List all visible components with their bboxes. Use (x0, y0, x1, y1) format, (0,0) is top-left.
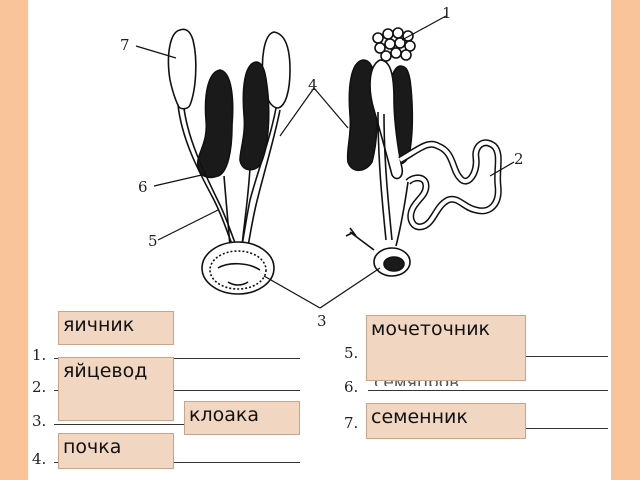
answer-row-number: 3. (32, 412, 47, 430)
center-duct-line (223, 175, 231, 247)
answer-row-number: 5. (344, 344, 359, 362)
answer-line (54, 390, 300, 391)
callout-number: 6 (138, 178, 148, 196)
right-duct-line-2 (247, 109, 281, 247)
label-tile-oviduct[interactable]: яйцевод (58, 357, 174, 421)
male-system-drawing (345, 27, 502, 277)
answer-row-number: 2. (32, 378, 47, 396)
left-kidney-shape (196, 69, 234, 179)
callout-number: 1 (442, 4, 452, 22)
urogenital-system-illustration (135, 15, 515, 309)
answer-row-number: 1. (32, 346, 47, 364)
left-cloaca-bulb (201, 241, 275, 295)
callout-number: 2 (514, 150, 524, 168)
callout-number: 7 (120, 36, 130, 54)
answer-line (54, 358, 300, 359)
left-elongated-organ (167, 28, 197, 110)
callout-number: 3 (317, 312, 327, 330)
female-system-drawing (167, 28, 291, 295)
answer-line (54, 462, 300, 463)
callout-number: 5 (148, 232, 158, 250)
label-tile-cloaca[interactable]: клоака (184, 401, 300, 435)
label-tile-testis[interactable]: семенник (366, 403, 526, 439)
label-tile-ovary[interactable]: яичник (58, 311, 174, 345)
answer-row-number: 4. (32, 450, 47, 468)
answer-line (368, 390, 608, 391)
male-elongated-organ (369, 59, 404, 180)
callout-number: 4 (308, 76, 318, 94)
label-tile-ureter[interactable]: мочеточник (366, 315, 526, 381)
answer-row-number: 7. (344, 414, 359, 432)
leader-lines (135, 15, 515, 309)
label-tile-kidney[interactable]: почка (58, 433, 174, 469)
answer-row-number: 6. (344, 378, 359, 396)
answer-line (54, 424, 300, 425)
center-duct-line-2 (241, 167, 251, 247)
testis-cluster (372, 27, 416, 62)
right-elongated-organ (261, 31, 291, 109)
left-duct-line-2 (183, 107, 237, 246)
left-duct-line (177, 104, 233, 245)
